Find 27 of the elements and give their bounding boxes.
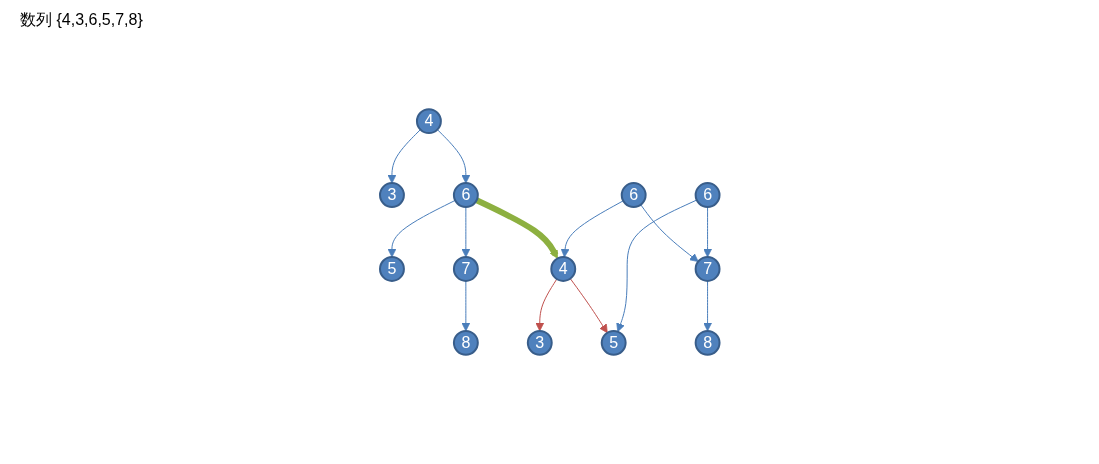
arrow [461, 280, 470, 332]
arrow [436, 129, 470, 184]
arrow [387, 129, 421, 184]
node-circle: 7 [452, 256, 479, 282]
node-circle: 7 [694, 256, 721, 282]
node-circle: 5 [378, 256, 405, 282]
node-circle: 8 [452, 329, 479, 356]
node-circle: 6 [694, 182, 721, 208]
node-circle: 4 [415, 108, 442, 135]
node-circle: 6 [620, 182, 647, 208]
node-circle: 3 [526, 329, 553, 356]
arrow [535, 278, 558, 332]
node-circle: 6 [452, 182, 479, 208]
arrow [560, 200, 624, 258]
arrow [616, 199, 697, 333]
node-circle: 5 [600, 329, 627, 356]
sequence-note: 数列 {4,3,6,5,7,8} [20, 10, 143, 30]
arrow [461, 206, 470, 258]
arrow [702, 206, 712, 258]
arrow [475, 197, 558, 259]
arrow [569, 278, 608, 334]
arrow [639, 204, 699, 262]
arrow [387, 199, 456, 258]
node-circle: 4 [550, 256, 576, 282]
node-circle: 8 [694, 329, 721, 356]
node-circle: 3 [378, 182, 405, 208]
arrow [702, 280, 712, 332]
